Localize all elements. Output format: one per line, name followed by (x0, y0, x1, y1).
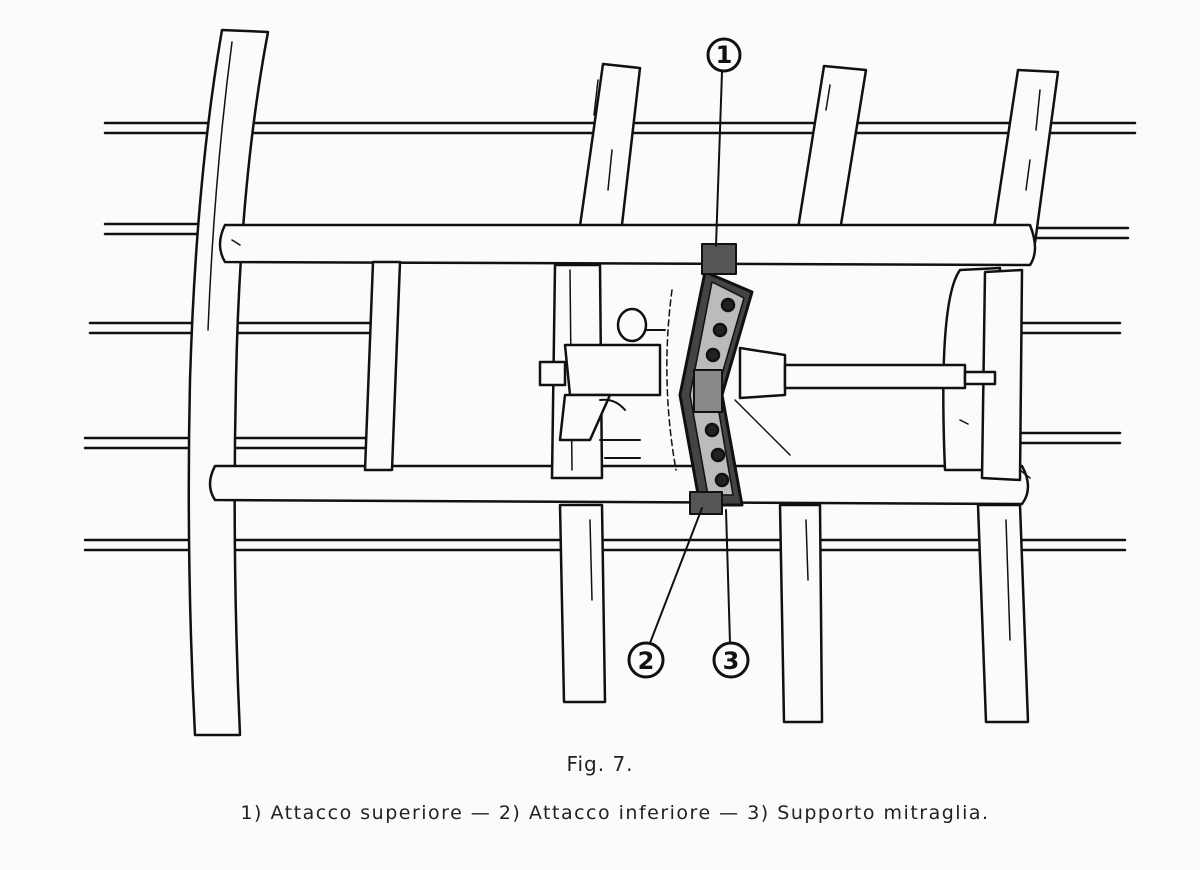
machine-gun (538, 307, 997, 459)
callout-1: 1 (706, 37, 742, 73)
support-plates (208, 223, 1037, 506)
svg-text:3: 3 (723, 647, 740, 675)
svg-text:2: 2 (638, 647, 655, 675)
figure-title: Fig. 7. (566, 752, 634, 776)
mount-bracket (666, 243, 754, 515)
callout-leaders (649, 71, 731, 644)
callout-2: 2 (627, 641, 665, 679)
figure-caption: 1) Attacco superiore — 2) Attacco inferi… (240, 802, 990, 824)
svg-text:1: 1 (716, 41, 733, 69)
vertical-posts (363, 260, 1024, 482)
stringer-rods (83, 121, 1137, 552)
callout-3: 3 (712, 641, 750, 679)
